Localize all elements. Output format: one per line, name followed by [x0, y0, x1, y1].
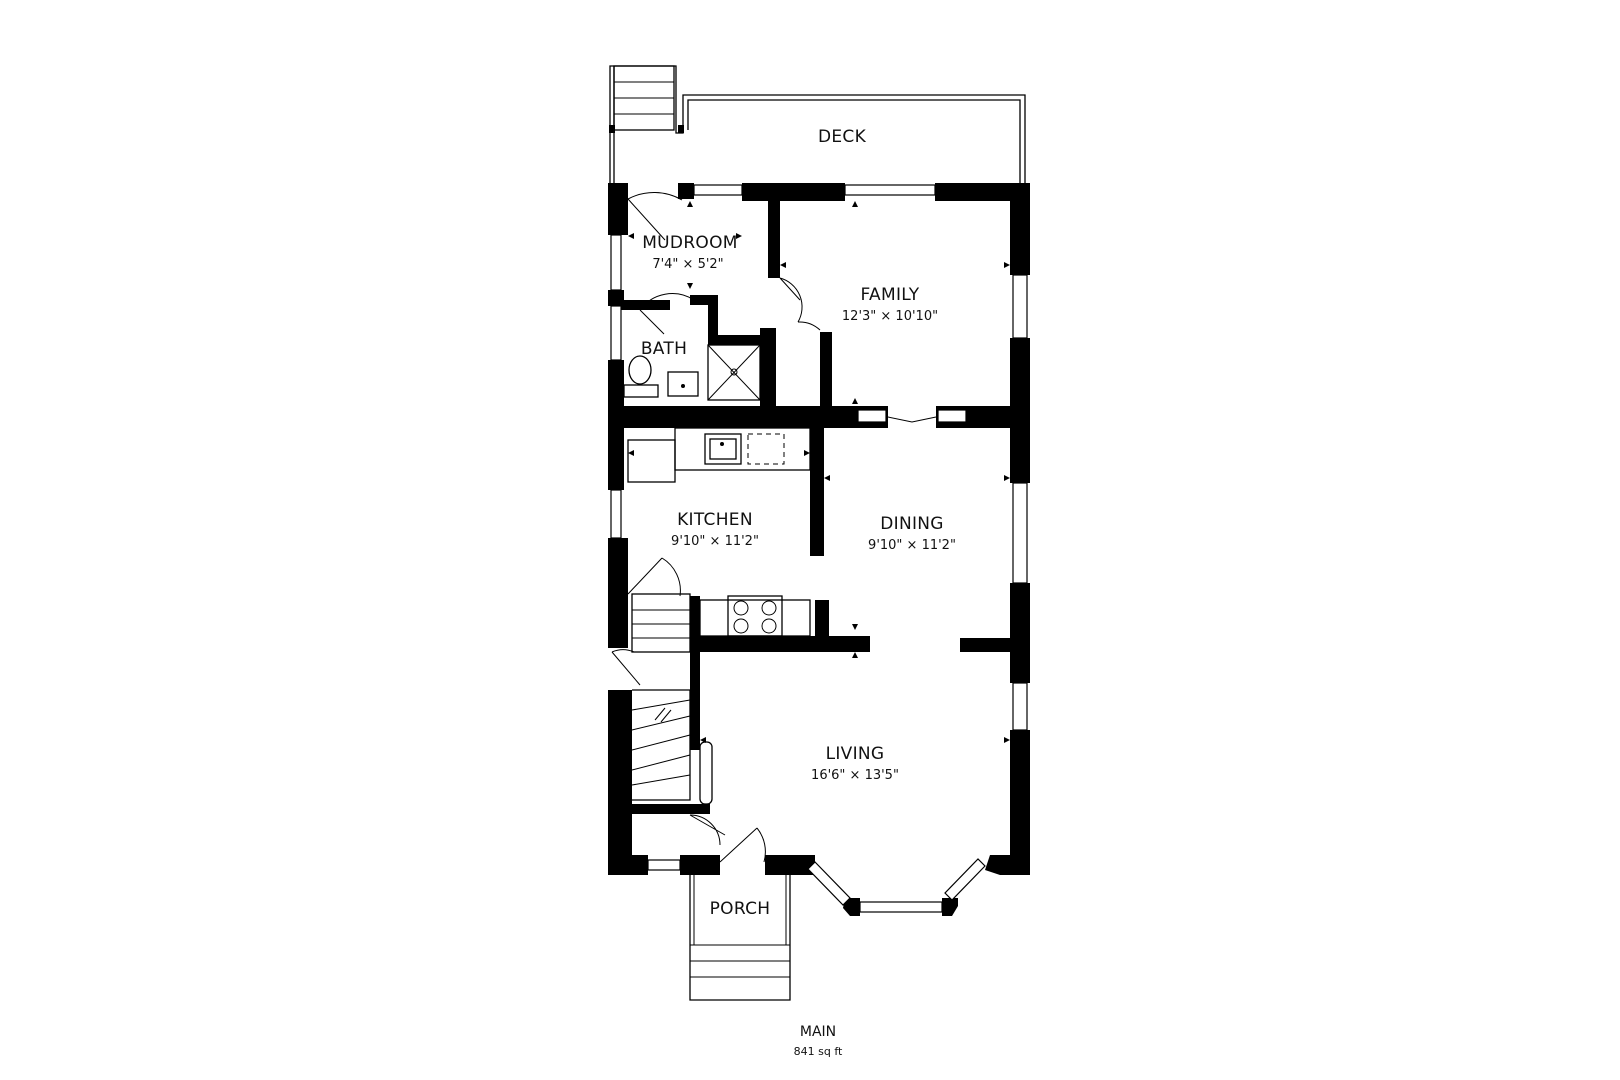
stairs-down: [631, 593, 691, 653]
level-name: MAIN: [800, 1024, 836, 1040]
kitchen-label: KITCHEN: [677, 510, 753, 530]
porch-stairs: [689, 875, 791, 1001]
level-area: 841 sq ft: [794, 1045, 843, 1058]
stairs-up: [631, 689, 713, 805]
living-label: LIVING: [826, 744, 885, 764]
shower-icon: [707, 344, 761, 401]
fixtures: [623, 344, 811, 1001]
dimension-markers: [628, 201, 1010, 743]
walls: [608, 183, 1030, 916]
doors: [611, 192, 967, 863]
toilet-icon: [623, 355, 659, 398]
kitchen-dims: 9'10" × 11'2": [671, 534, 759, 549]
room-labels: DECK MUDROOM 7'4" × 5'2" BATH FAMILY 12'…: [641, 127, 956, 1058]
stove-icon: [699, 595, 811, 637]
windows: [610, 184, 1028, 913]
mudroom-label: MUDROOM: [642, 233, 738, 253]
deck: [609, 65, 1026, 185]
kitchen-counter: [627, 427, 811, 483]
bath-label: BATH: [641, 339, 687, 359]
deck-label: DECK: [818, 127, 867, 147]
family-label: FAMILY: [861, 285, 920, 305]
family-dims: 12'3" × 10'10": [842, 309, 938, 324]
mudroom-dims: 7'4" × 5'2": [652, 257, 723, 272]
porch-label: PORCH: [710, 899, 771, 919]
sink-icon: [667, 371, 699, 397]
living-dims: 16'6" × 13'5": [811, 768, 899, 783]
dining-dims: 9'10" × 11'2": [868, 538, 956, 553]
deck-stairs: [613, 65, 675, 131]
dining-label: DINING: [880, 514, 944, 534]
